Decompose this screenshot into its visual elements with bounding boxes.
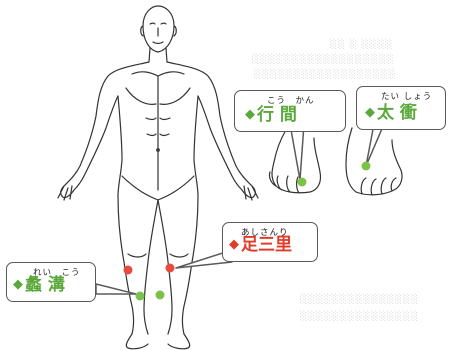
acupoint-name: ◆足三里 [229,230,292,255]
acupoint-name: ◆太 衝 [365,98,417,123]
callout-reiko: れい こう ◆蠡 溝 [6,262,96,302]
callout-pointers [96,124,384,294]
diamond-icon: ◆ [245,107,255,122]
diamond-icon: ◆ [13,277,23,292]
callout-taisho: たい しょう ◆太 衝 [356,86,446,130]
pointer-taisho [366,124,384,166]
feet-illustration [269,128,402,195]
pointer-reiko [96,284,136,294]
diamond-icon: ◆ [229,237,239,252]
reiko-right-point [156,291,165,300]
ashisanri-right-point [166,264,175,273]
diamond-icon: ◆ [365,105,375,120]
callout-gyokan: こう かん ◆行 間 [234,90,346,132]
callout-ashisanri: あしさんり ◆足三里 [222,222,318,262]
ashisanri-left-point [124,266,133,275]
pointer-gyokan [290,124,304,180]
taisho-point [362,162,371,171]
acupoint-name: ◆蠡 溝 [13,270,65,295]
acupoint-name: ◆行 間 [245,100,297,125]
reiko-left-point [136,292,145,301]
gyokan-point [298,178,307,187]
